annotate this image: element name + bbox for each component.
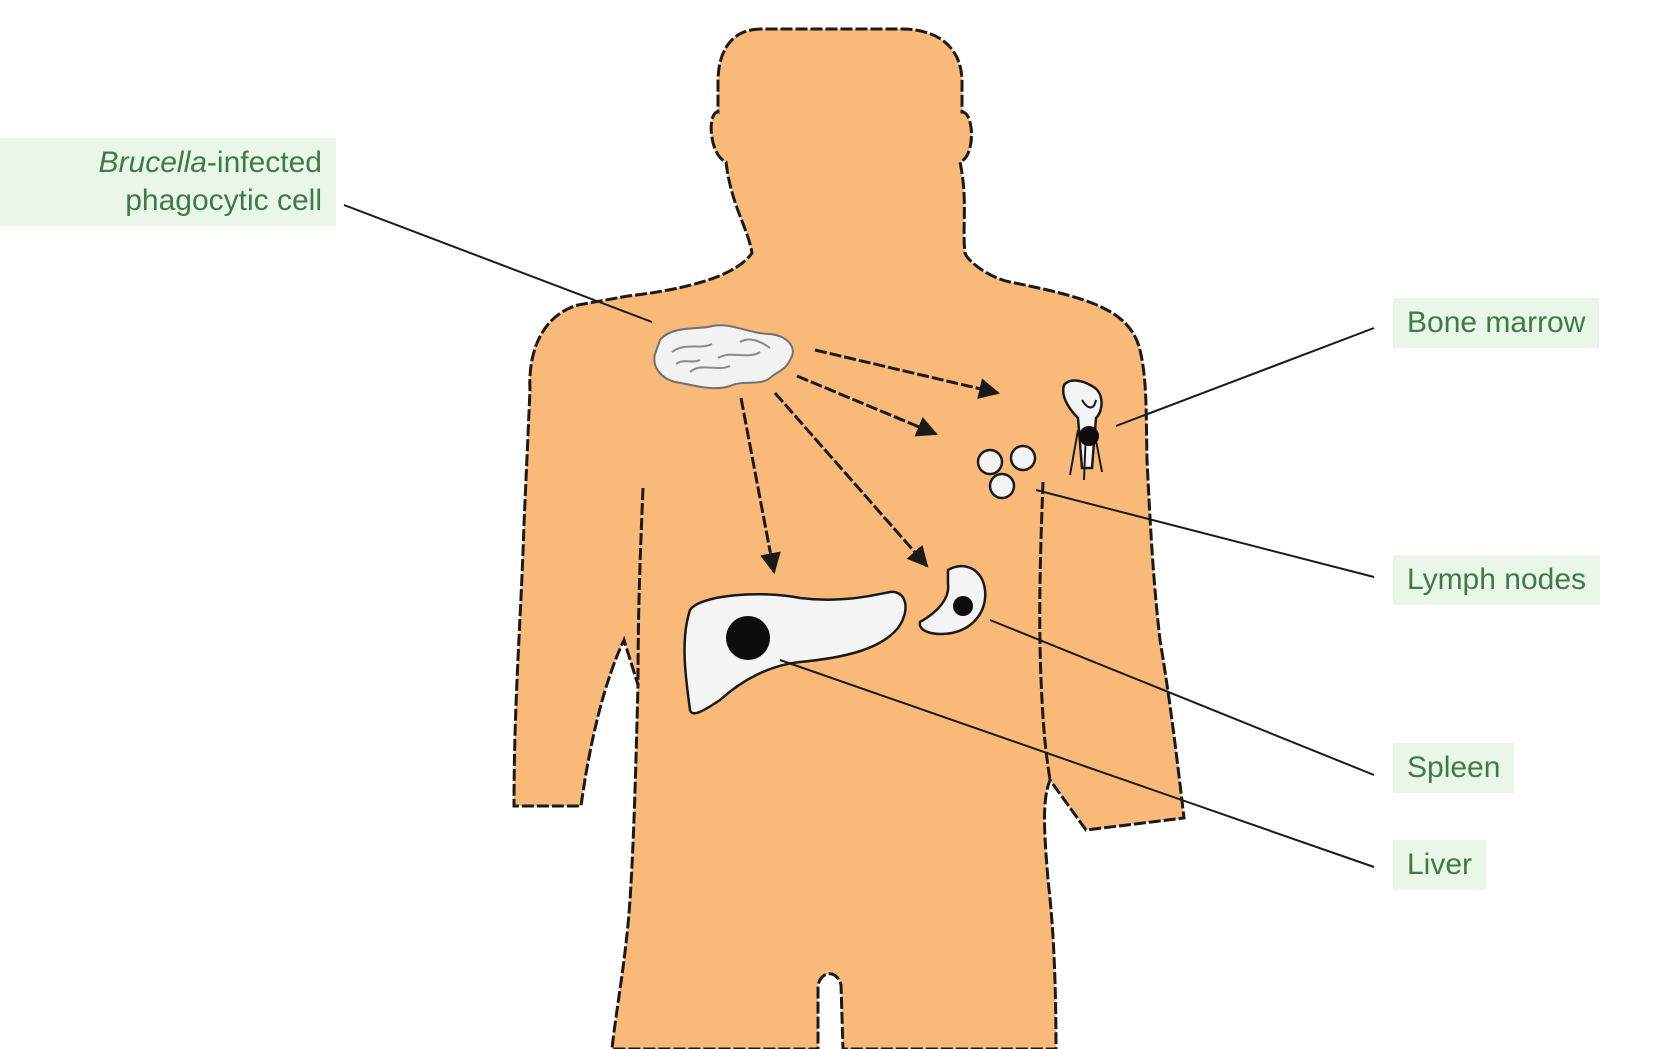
label-brucella-suffix: -infected xyxy=(207,146,322,179)
liver-infection-dot xyxy=(726,616,770,660)
label-spleen: Spleen xyxy=(1393,743,1514,793)
bone-marrow-infection-dot xyxy=(1079,426,1099,446)
label-brucella-genus: Brucella xyxy=(99,146,207,179)
leader-line-brucella xyxy=(344,205,652,322)
label-brucella-line-1: Brucella-infected xyxy=(14,144,322,182)
label-lymph-nodes: Lymph nodes xyxy=(1393,555,1600,605)
lymph-node xyxy=(978,450,1002,474)
label-liver: Liver xyxy=(1393,840,1486,890)
lymph-node xyxy=(990,474,1014,498)
human-body-silhouette xyxy=(514,29,1184,1049)
lymph-node xyxy=(1011,446,1035,470)
label-bone-marrow: Bone marrow xyxy=(1393,298,1599,348)
spleen-infection-dot xyxy=(953,596,973,616)
label-brucella-infected-cell: Brucella-infected phagocytic cell xyxy=(0,138,336,226)
leader-line-bone-marrow xyxy=(1116,328,1374,426)
label-brucella-line-2: phagocytic cell xyxy=(14,182,322,220)
